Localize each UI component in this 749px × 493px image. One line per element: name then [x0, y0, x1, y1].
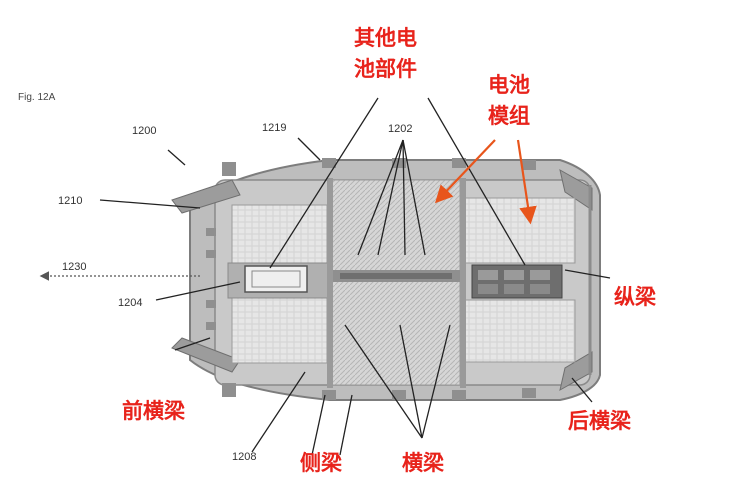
ref-1202: 1202 — [388, 123, 412, 135]
ref-1204: 1204 — [118, 297, 142, 309]
front-cross-beam-shape — [171, 179, 241, 214]
rear-cross-beam-shape — [559, 169, 593, 211]
right-module-top — [464, 197, 576, 264]
battery-pack — [171, 158, 601, 401]
right-module-bottom — [464, 299, 576, 363]
label-side-beam: 侧梁 — [300, 451, 343, 475]
left-module-top — [231, 204, 328, 264]
ref-1200: 1200 — [132, 125, 156, 137]
label-battery-module-line1: 电池 — [488, 73, 530, 97]
ref-1210: 1210 — [58, 195, 82, 207]
center-module — [331, 179, 461, 386]
ref-1208: 1208 — [232, 451, 256, 463]
left-module-bottom — [231, 297, 328, 364]
label-battery-module-line2: 模组 — [488, 104, 530, 128]
figure-label: Fig. 12A — [18, 92, 56, 103]
label-other-parts-line1: 其他电 — [354, 26, 417, 50]
ref-1219: 1219 — [262, 122, 286, 134]
label-front-cross-beam: 前横梁 — [122, 399, 186, 423]
label-other-parts-line2: 池部件 — [354, 57, 417, 81]
battery-module-arrows — [434, 139, 537, 225]
label-longitudinal-beam: 纵梁 — [614, 285, 657, 309]
leader-lines — [99, 97, 611, 456]
ref-1230: 1230 — [62, 261, 86, 273]
other-battery-part — [244, 265, 308, 293]
label-rear-cross-beam: 后横梁 — [568, 409, 632, 433]
label-cross-beam: 横梁 — [402, 451, 445, 475]
